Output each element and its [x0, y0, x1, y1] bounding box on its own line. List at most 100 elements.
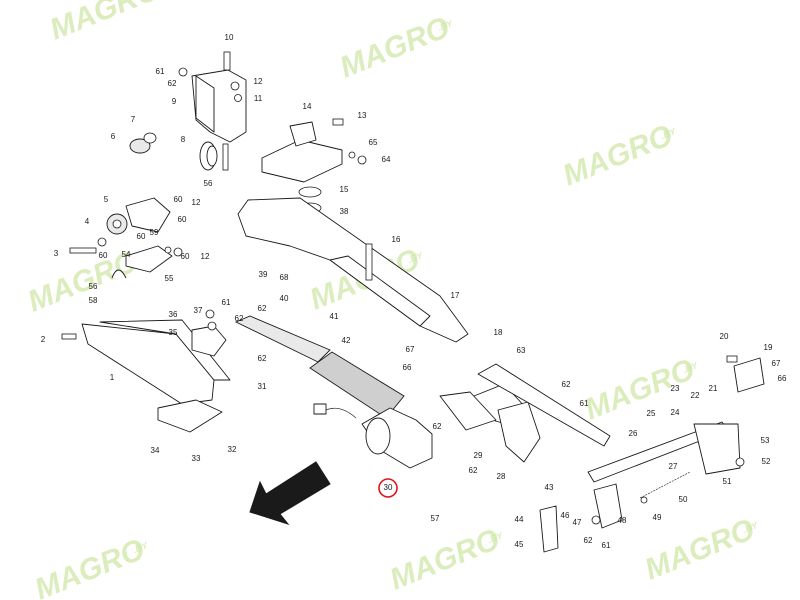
callout-10: 10: [225, 33, 234, 42]
callout-37: 37: [194, 306, 203, 315]
main-arm-17: [237, 197, 469, 343]
callout-46: 46: [561, 511, 570, 520]
callout-61: 61: [602, 541, 611, 550]
callout-56: 56: [204, 179, 213, 188]
callout-67: 67: [406, 345, 415, 354]
callout-33: 33: [192, 454, 201, 463]
callout-20: 20: [720, 332, 729, 341]
watermark-3: MAGRO.BY: [558, 119, 678, 193]
callout-12: 12: [201, 252, 210, 261]
callout-61: 61: [156, 67, 165, 76]
callout-66: 66: [403, 363, 412, 372]
callout-65: 65: [369, 138, 378, 147]
callout-48: 48: [618, 516, 627, 525]
callout-26: 26: [629, 429, 638, 438]
callout-23: 23: [671, 384, 680, 393]
callout-4: 4: [85, 217, 90, 226]
callout-22: 22: [691, 391, 700, 400]
callout-30: 30: [384, 483, 393, 492]
callout-32: 32: [228, 445, 237, 454]
callout-49: 49: [653, 513, 662, 522]
callout-24: 24: [671, 408, 680, 417]
callout-44: 44: [515, 515, 524, 524]
callout-66: 66: [778, 374, 787, 383]
callout-7: 7: [131, 115, 136, 124]
callout-18: 18: [494, 328, 503, 337]
watermark-6: MAGRO.BY: [580, 353, 700, 427]
wheel-bracket-5: [69, 197, 171, 254]
callout-19: 19: [764, 343, 773, 352]
callout-54: 54: [122, 250, 131, 259]
callout-62: 62: [562, 380, 571, 389]
pulley-8: [199, 141, 229, 171]
callout-58: 58: [89, 296, 98, 305]
callout-61: 61: [222, 298, 231, 307]
callout-62: 62: [258, 354, 267, 363]
bushing-6-7: [129, 132, 157, 154]
svg-text:MAGRO: MAGRO: [558, 119, 677, 193]
callout-16: 16: [392, 235, 401, 244]
callout-35: 35: [169, 328, 178, 337]
direction-arrow: [249, 461, 331, 525]
callout-60: 60: [174, 195, 183, 204]
callout-28: 28: [497, 472, 506, 481]
callout-25: 25: [647, 409, 656, 418]
callout-21: 21: [709, 384, 718, 393]
callout-62: 62: [235, 314, 244, 323]
callout-51: 51: [723, 477, 732, 486]
callout-41: 41: [330, 312, 339, 321]
svg-text:MAGRO: MAGRO: [30, 533, 149, 600]
callout-11: 11: [254, 94, 263, 103]
svg-text:MAGRO: MAGRO: [385, 523, 504, 597]
shaft-assembly: [539, 421, 745, 553]
callout-47: 47: [573, 518, 582, 527]
callout-8: 8: [181, 135, 186, 144]
callout-62: 62: [258, 304, 267, 313]
watermark-1: MAGRO.BY: [45, 0, 164, 46]
bracket-9: [178, 51, 247, 143]
callout-62: 62: [469, 466, 478, 475]
callout-52: 52: [762, 457, 771, 466]
callout-31: 31: [258, 382, 267, 391]
callout-60: 60: [137, 232, 146, 241]
callout-64: 64: [382, 155, 391, 164]
callout-6: 6: [111, 132, 116, 141]
callout-40: 40: [280, 294, 289, 303]
callout-62: 62: [433, 422, 442, 431]
callout-12: 12: [192, 198, 201, 207]
callout-60: 60: [178, 215, 187, 224]
callout-15: 15: [340, 185, 349, 194]
callout-36: 36: [169, 310, 178, 319]
callout-60: 60: [181, 252, 190, 261]
callout-63: 63: [517, 346, 526, 355]
callout-45: 45: [515, 540, 524, 549]
callout-59: 59: [150, 228, 159, 237]
callout-34: 34: [151, 446, 160, 455]
svg-text:MAGRO: MAGRO: [45, 0, 164, 46]
callout-38: 38: [340, 207, 349, 216]
watermark-2: MAGRO.BY: [335, 11, 455, 85]
svg-text:MAGRO: MAGRO: [335, 11, 454, 85]
svg-text:MAGRO: MAGRO: [580, 353, 699, 427]
svg-text:MAGRO: MAGRO: [640, 513, 759, 587]
callout-13: 13: [358, 111, 367, 120]
callout-2: 2: [41, 335, 46, 344]
callout-57: 57: [431, 514, 440, 523]
callout-1: 1: [110, 373, 115, 382]
callout-5: 5: [104, 195, 109, 204]
watermark-7: MAGRO.BY: [30, 533, 150, 600]
callout-3: 3: [54, 249, 59, 258]
callout-60: 60: [99, 251, 108, 260]
pivot-block-14: [261, 118, 367, 214]
highlight-ring-30: [378, 478, 398, 498]
rod-18: [477, 363, 611, 447]
callout-43: 43: [545, 483, 554, 492]
callout-62: 62: [168, 79, 177, 88]
callout-17: 17: [451, 291, 460, 300]
callout-14: 14: [303, 102, 312, 111]
callout-12: 12: [254, 77, 263, 86]
bracket-19: [726, 355, 765, 393]
bracket-35-36: [191, 309, 227, 357]
